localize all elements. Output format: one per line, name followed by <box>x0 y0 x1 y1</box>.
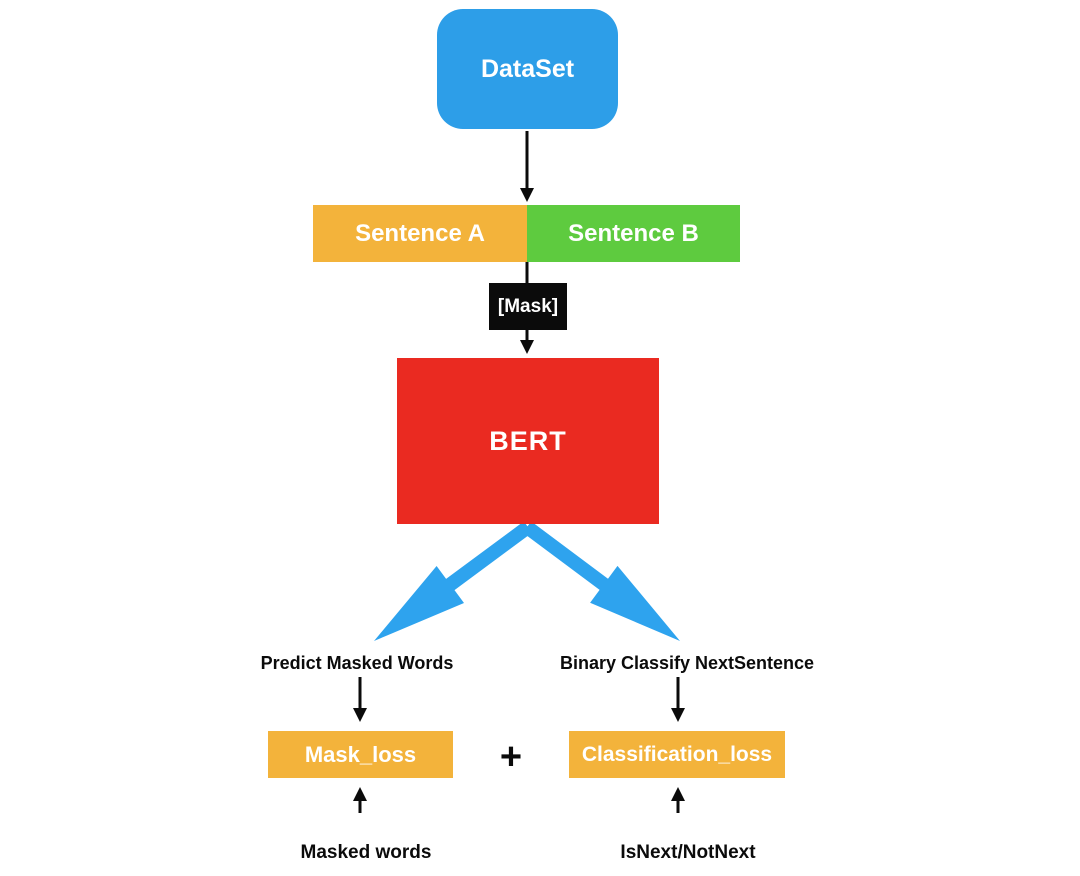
masked-words-label: Masked words <box>300 842 432 863</box>
sentence-b-label: Sentence B <box>568 219 699 247</box>
mask-loss-node: Mask_loss <box>268 731 453 778</box>
classification-loss-label: Classification_loss <box>581 742 773 766</box>
mask-label: [Mask] <box>497 295 559 317</box>
dataset-node: DataSet <box>437 9 618 129</box>
arrow-bert-to-classify <box>522 521 680 641</box>
plus-sign: + <box>499 736 523 778</box>
predict-masked-words-label: Predict Masked Words <box>260 653 454 673</box>
isnext-notnext-label: IsNext/NotNext <box>620 842 756 863</box>
binary-classify-label: Binary Classify NextSentence <box>559 653 815 673</box>
arrow-bert-to-predict <box>374 521 533 641</box>
bert-node: BERT <box>397 358 659 524</box>
classification-loss-node: Classification_loss <box>569 731 785 778</box>
sentence-a-node: Sentence A <box>313 205 527 262</box>
sentence-b-node: Sentence B <box>527 205 740 262</box>
mask-loss-label: Mask_loss <box>304 741 417 767</box>
sentence-a-label: Sentence A <box>355 219 485 247</box>
dataset-label: DataSet <box>480 54 575 83</box>
mask-node: [Mask] <box>489 283 567 330</box>
bert-label: BERT <box>489 425 567 456</box>
